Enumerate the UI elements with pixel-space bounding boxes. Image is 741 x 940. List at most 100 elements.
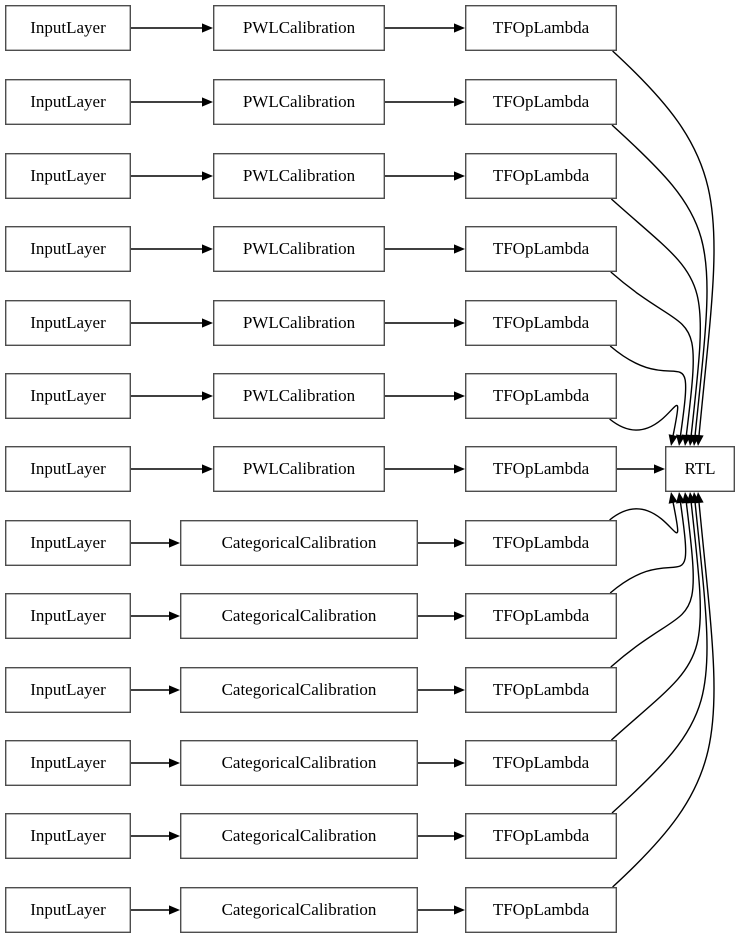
node-tfoplambda-row11[interactable]: TFOpLambda	[465, 740, 618, 787]
node-tfoplambda-row10-label: TFOpLambda	[493, 680, 590, 699]
node-pwlcalibration-row2-label: PWLCalibration	[243, 92, 356, 111]
node-categoricalcalibration-row10[interactable]: CategoricalCalibration	[179, 667, 419, 714]
node-inputlayer-row4-label: InputLayer	[30, 239, 106, 258]
node-inputlayer-row9-box	[4, 593, 131, 640]
node-tfoplambda-row9[interactable]: TFOpLambda	[465, 593, 618, 640]
node-categoricalcalibration-row11[interactable]: CategoricalCalibration	[179, 740, 419, 787]
node-inputlayer-row6-label: InputLayer	[30, 386, 106, 405]
node-inputlayer-row5[interactable]: InputLayer	[4, 300, 131, 347]
node-pwlcalibration-row6[interactable]: PWLCalibration	[212, 373, 386, 420]
node-tfoplambda-row3-box	[465, 152, 618, 199]
node-pwlcalibration-row4[interactable]: PWLCalibration	[212, 225, 386, 272]
node-tfoplambda-row5[interactable]: TFOpLambda	[465, 300, 618, 347]
node-categoricalcalibration-row10-label: CategoricalCalibration	[222, 680, 377, 699]
node-inputlayer-row13-label: InputLayer	[30, 900, 106, 919]
node-categoricalcalibration-row9[interactable]: CategoricalCalibration	[179, 593, 419, 640]
node-categoricalcalibration-row12[interactable]: CategoricalCalibration	[179, 813, 419, 860]
edge-op-to-rtl-row13-arrowhead	[694, 492, 704, 504]
node-inputlayer-row6[interactable]: InputLayer	[4, 373, 131, 420]
node-tfoplambda-row13[interactable]: TFOpLambda	[465, 887, 618, 934]
edge-calibration-to-op-row8-arrowhead	[454, 538, 465, 548]
node-tfoplambda-row12-box	[465, 813, 618, 860]
node-pwlcalibration-row1-box	[212, 4, 386, 51]
node-tfoplambda-row1-label: TFOpLambda	[493, 18, 590, 37]
node-tfoplambda-row12[interactable]: TFOpLambda	[465, 813, 618, 860]
node-categoricalcalibration-row8[interactable]: CategoricalCalibration	[179, 520, 419, 567]
node-inputlayer-row4[interactable]: InputLayer	[4, 225, 131, 272]
node-inputlayer-row9[interactable]: InputLayer	[4, 593, 131, 640]
node-inputlayer-row10-box	[4, 667, 131, 714]
edge-op-to-rtl-row7-arrowhead	[654, 464, 665, 474]
edge-calibration-to-op-row3-arrowhead	[454, 171, 465, 181]
edge-input-to-calibration-row4-arrowhead	[202, 244, 213, 254]
node-inputlayer-row3[interactable]: InputLayer	[4, 152, 131, 199]
node-tfoplambda-row8-label: TFOpLambda	[493, 533, 590, 552]
edge-calibration-to-op-row12-arrowhead	[454, 831, 465, 841]
node-inputlayer-row12[interactable]: InputLayer	[4, 813, 131, 860]
node-pwlcalibration-row6-label: PWLCalibration	[243, 386, 356, 405]
edge-op-to-rtl-row5-curve	[609, 345, 687, 437]
edge-input-to-calibration-row13-arrowhead	[169, 905, 180, 915]
node-tfoplambda-row6[interactable]: TFOpLambda	[465, 373, 618, 420]
node-pwlcalibration-row7[interactable]: PWLCalibration	[212, 446, 386, 493]
node-pwlcalibration-row5-box	[212, 300, 386, 347]
node-categoricalcalibration-row13[interactable]: CategoricalCalibration	[179, 887, 419, 934]
node-inputlayer-row1[interactable]: InputLayer	[4, 4, 131, 51]
node-categoricalcalibration-row9-box	[179, 593, 419, 640]
node-categoricalcalibration-row11-box	[179, 740, 419, 787]
node-tfoplambda-row2-box	[465, 78, 618, 125]
node-tfoplambda-row11-box	[465, 740, 618, 787]
node-tfoplambda-row3[interactable]: TFOpLambda	[465, 152, 618, 199]
node-rtl-sink-box	[665, 446, 736, 493]
node-inputlayer-row10[interactable]: InputLayer	[4, 667, 131, 714]
edge-calibration-to-op-row5-arrowhead	[454, 318, 465, 328]
node-inputlayer-row8[interactable]: InputLayer	[4, 520, 131, 567]
node-pwlcalibration-row1[interactable]: PWLCalibration	[212, 4, 386, 51]
edge-calibration-to-op-row6-arrowhead	[454, 391, 465, 401]
edge-input-to-calibration-row12-arrowhead	[169, 831, 180, 841]
edge-op-to-rtl-row11-curve	[610, 501, 702, 741]
edge-calibration-to-op-row2-arrowhead	[454, 97, 465, 107]
edge-input-to-calibration-row9-arrowhead	[169, 611, 180, 621]
edge-input-to-calibration-row5-arrowhead	[202, 318, 213, 328]
node-tfoplambda-row1-box	[465, 4, 618, 51]
edge-op-to-rtl-row10-curve	[610, 501, 694, 668]
node-tfoplambda-row4[interactable]: TFOpLambda	[465, 225, 618, 272]
node-categoricalcalibration-row12-box	[179, 813, 419, 860]
node-pwlcalibration-row7-label: PWLCalibration	[243, 459, 356, 478]
edge-input-to-calibration-row8-arrowhead	[169, 538, 180, 548]
node-tfoplambda-row7[interactable]: TFOpLambda	[465, 446, 618, 493]
node-tfoplambda-row8[interactable]: TFOpLambda	[465, 520, 618, 567]
node-pwlcalibration-row1-label: PWLCalibration	[243, 18, 356, 37]
node-inputlayer-row11[interactable]: InputLayer	[4, 740, 131, 787]
node-categoricalcalibration-row8-label: CategoricalCalibration	[222, 533, 377, 552]
node-pwlcalibration-row7-box	[212, 446, 386, 493]
edges-layer	[131, 23, 715, 915]
node-inputlayer-row7[interactable]: InputLayer	[4, 446, 131, 493]
node-pwlcalibration-row5[interactable]: PWLCalibration	[212, 300, 386, 347]
node-tfoplambda-row5-label: TFOpLambda	[493, 313, 590, 332]
node-tfoplambda-row2[interactable]: TFOpLambda	[465, 78, 618, 125]
node-inputlayer-row2[interactable]: InputLayer	[4, 78, 131, 125]
node-inputlayer-row13[interactable]: InputLayer	[4, 887, 131, 934]
node-pwlcalibration-row2-box	[212, 78, 386, 125]
node-inputlayer-row11-label: InputLayer	[30, 753, 106, 772]
node-tfoplambda-row10-box	[465, 667, 618, 714]
node-inputlayer-row1-box	[4, 4, 131, 51]
edge-input-to-calibration-row3-arrowhead	[202, 171, 213, 181]
edge-input-to-calibration-row2-arrowhead	[202, 97, 213, 107]
node-rtl-sink-label: RTL	[684, 459, 715, 478]
edge-calibration-to-op-row1-arrowhead	[454, 23, 465, 33]
node-pwlcalibration-row2[interactable]: PWLCalibration	[212, 78, 386, 125]
node-tfoplambda-row1[interactable]: TFOpLambda	[465, 4, 618, 51]
node-pwlcalibration-row3[interactable]: PWLCalibration	[212, 152, 386, 199]
node-rtl-sink[interactable]: RTL	[665, 446, 736, 493]
node-inputlayer-row12-label: InputLayer	[30, 826, 106, 845]
node-tfoplambda-row10[interactable]: TFOpLambda	[465, 667, 618, 714]
node-inputlayer-row11-box	[4, 740, 131, 787]
edge-op-to-rtl-row9-curve	[609, 501, 687, 594]
node-inputlayer-row9-label: InputLayer	[30, 606, 106, 625]
edge-calibration-to-op-row4-arrowhead	[454, 244, 465, 254]
node-inputlayer-row10-label: InputLayer	[30, 680, 106, 699]
edge-input-to-calibration-row11-arrowhead	[169, 758, 180, 768]
